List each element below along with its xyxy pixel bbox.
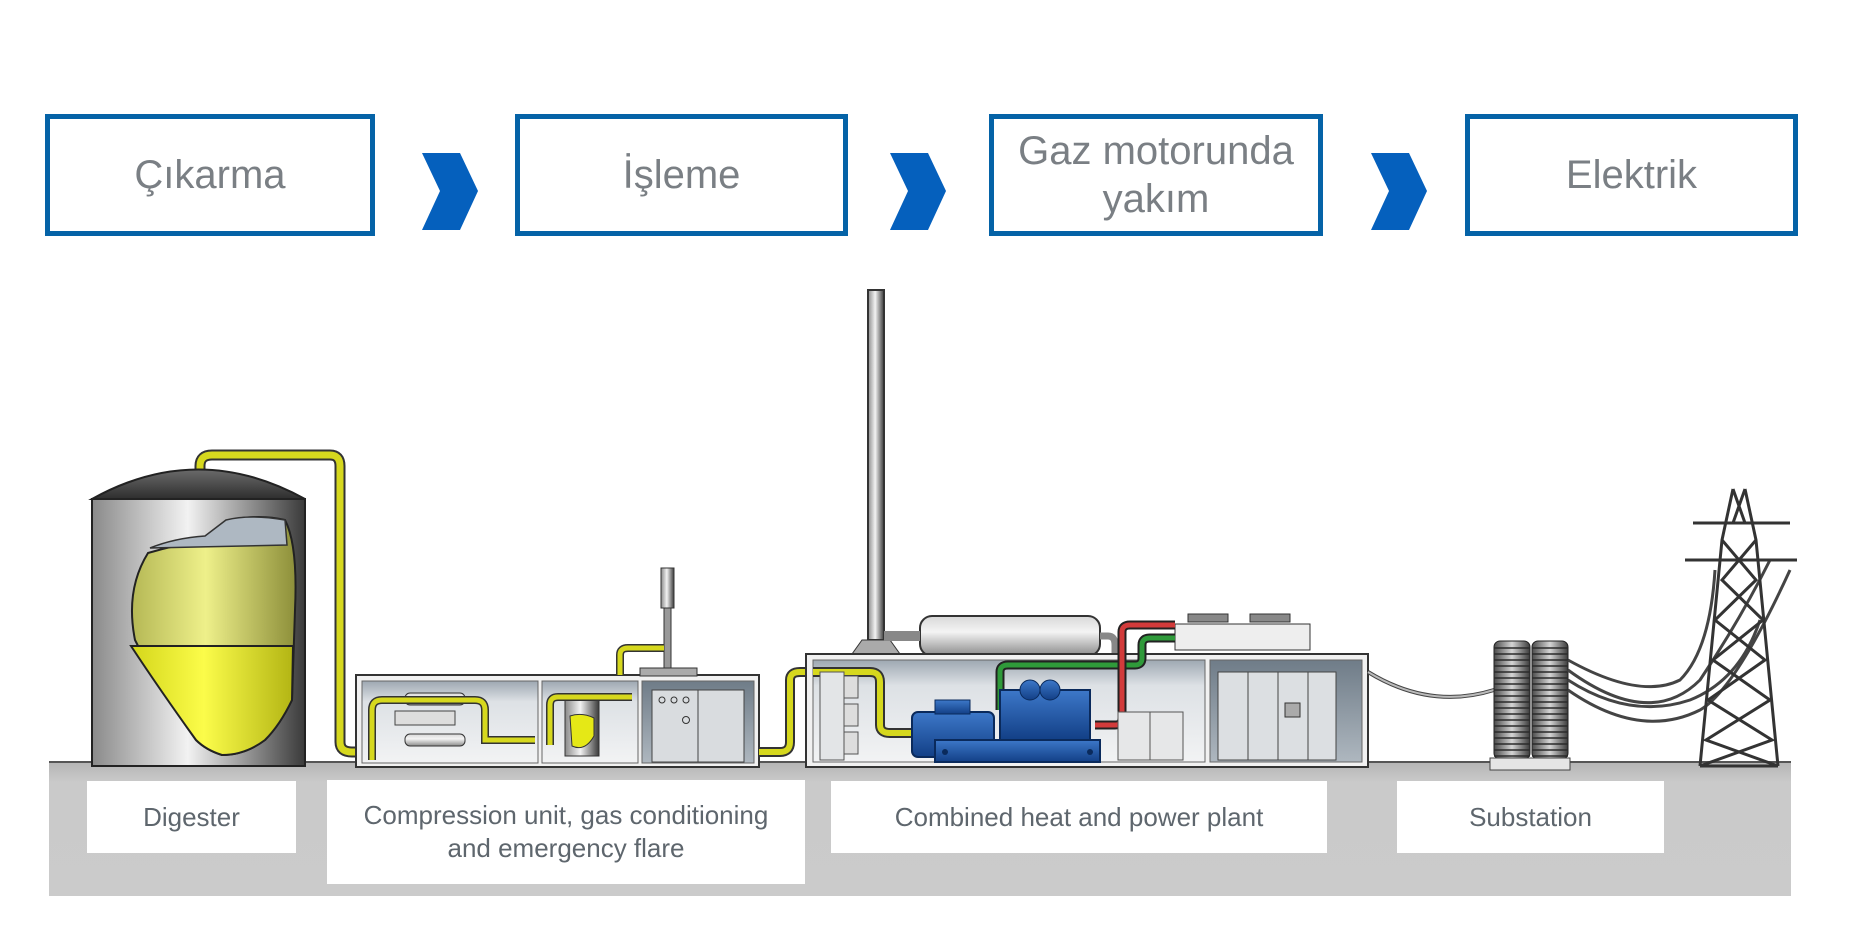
chimney <box>851 289 901 655</box>
label-text: Combined heat and power plant <box>894 801 1264 832</box>
label-text: Compression unit, gas conditioning and e… <box>363 800 769 863</box>
power-lines <box>1567 559 1792 723</box>
label-compression-unit: Compression unit, gas conditioning and e… <box>327 780 805 884</box>
gas-pipe <box>194 449 386 758</box>
step-electricity: Elektrik <box>1465 114 1798 236</box>
step-label: Elektrik <box>1565 153 1698 197</box>
step-label: İşleme <box>622 153 741 197</box>
label-chp-plant: Combined heat and power plant <box>831 781 1327 853</box>
chevron-right-icon <box>422 153 478 230</box>
label-digester: Digester <box>87 781 296 853</box>
chevron-right-icon <box>890 153 946 230</box>
step-extraction: Çıkarma <box>45 114 375 236</box>
step-combustion: Gaz motorunda yakım <box>989 114 1323 236</box>
label-substation: Substation <box>1397 781 1664 853</box>
step-processing: İşleme <box>515 114 848 236</box>
substation-insulators <box>1489 640 1571 771</box>
label-text: Substation <box>1469 801 1592 832</box>
gas-engine <box>911 679 1101 763</box>
step-label: Gaz motorunda yakım <box>1018 129 1294 221</box>
step-label: Çıkarma <box>134 153 286 197</box>
chp-container <box>805 613 1369 768</box>
label-text: Digester <box>143 801 240 832</box>
compression-container <box>355 567 760 768</box>
transmission-tower <box>1685 488 1797 768</box>
digester-tank <box>88 468 306 767</box>
chevron-right-icon <box>1371 153 1427 230</box>
